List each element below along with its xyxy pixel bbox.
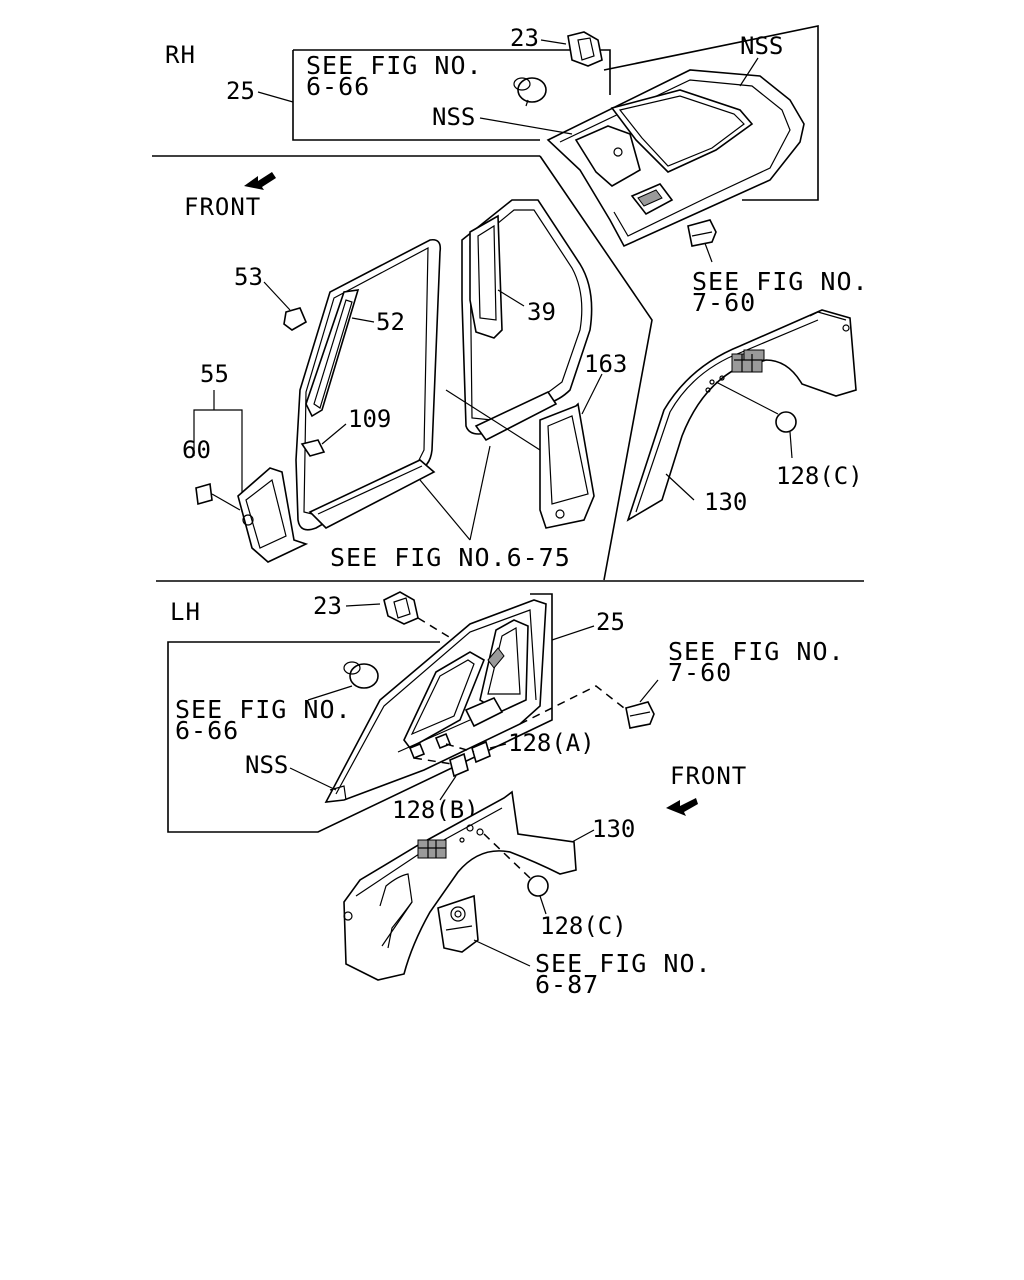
rh-push-clip	[513, 77, 547, 107]
rh-ref-6-66-line2: 6-66	[306, 72, 370, 101]
rh-pillar-trim-52	[305, 289, 360, 418]
rh-ref-7-60-line2: 7-60	[692, 288, 756, 317]
rh-quarter-trim-panel	[546, 69, 805, 248]
rh-push-clip-128c	[715, 381, 797, 459]
rh-front-arrow-icon	[244, 172, 276, 190]
lh-ref-7-60-line1: SEE FIG NO.	[668, 637, 845, 666]
rh-bracket-7-60	[687, 219, 717, 247]
lh-bracket-7-60	[625, 679, 659, 729]
lh-ref-6-66-line2: 6-66	[175, 716, 239, 745]
rh-callout-55: 55	[200, 360, 229, 388]
rh-front-door-opening	[295, 238, 442, 531]
rh-front-label: FRONT	[184, 193, 261, 221]
lh-clip-128b	[439, 752, 469, 801]
rh-kick-panel-55	[193, 390, 309, 563]
rh-callout-163: 163	[584, 350, 627, 378]
rh-callout-109: 109	[348, 405, 391, 433]
lh-cover-6-87	[437, 894, 531, 967]
rh-callout-nss-top: NSS	[740, 32, 783, 60]
lh-callout-nss: NSS	[245, 751, 288, 779]
section-dividers	[152, 155, 864, 582]
lh-quarter-trim-panel	[324, 599, 547, 803]
rh-pillar-trim-163	[539, 402, 595, 529]
lh-clip-128a	[471, 740, 507, 764]
rh-callout-53: 53	[234, 263, 263, 291]
lh-callout-130: 130	[592, 815, 635, 843]
rh-callout-25: 25	[226, 77, 255, 105]
rh-trim-panel-box	[292, 25, 819, 201]
lh-trim-panel-box	[167, 593, 553, 833]
rh-section-label: RH	[165, 41, 196, 69]
lh-front-label: FRONT	[670, 762, 747, 790]
lh-callout-128a: 128(A)	[508, 729, 595, 757]
rh-callout-60: 60	[182, 436, 211, 464]
rh-clip-109	[300, 423, 347, 457]
lh-push-clip	[307, 661, 379, 701]
rh-clip-53	[263, 281, 308, 331]
lh-callout-25: 25	[596, 608, 625, 636]
rh-pillar-trim-39	[469, 214, 503, 339]
rh-callout-23: 23	[510, 24, 539, 52]
lh-section-label: LH	[170, 598, 201, 626]
lh-ref-7-60-line2: 7-60	[668, 658, 732, 687]
rh-wheelhouse-trim-130	[626, 309, 857, 522]
lh-clip-23	[345, 591, 419, 625]
rh-callout-52: 52	[376, 308, 405, 336]
rh-callout-128c: 128(C)	[776, 462, 863, 490]
rh-callout-39: 39	[527, 298, 556, 326]
lh-ref-6-87-line2: 6-87	[535, 970, 599, 999]
lh-front-arrow-icon	[666, 798, 698, 816]
lh-callout-23: 23	[313, 592, 342, 620]
rh-ref-6-66-line1: SEE FIG NO.	[306, 51, 483, 80]
lh-ref-6-87-line1: SEE FIG NO.	[535, 949, 712, 978]
rh-rear-door-opening	[461, 199, 593, 442]
rh-ref-6-75: SEE FIG NO.6-75	[330, 543, 571, 572]
rh-callout-130: 130	[704, 488, 747, 516]
lh-push-clip-128c	[483, 833, 549, 915]
lh-wheelhouse-trim-130	[343, 790, 577, 981]
rh-ref-7-60-line1: SEE FIG NO.	[692, 267, 869, 296]
lh-callout-128c: 128(C)	[540, 912, 627, 940]
lh-ref-6-66-line1: SEE FIG NO.	[175, 695, 352, 724]
rh-clip-23	[540, 31, 603, 67]
rh-callout-nss-mid: NSS	[432, 103, 475, 131]
